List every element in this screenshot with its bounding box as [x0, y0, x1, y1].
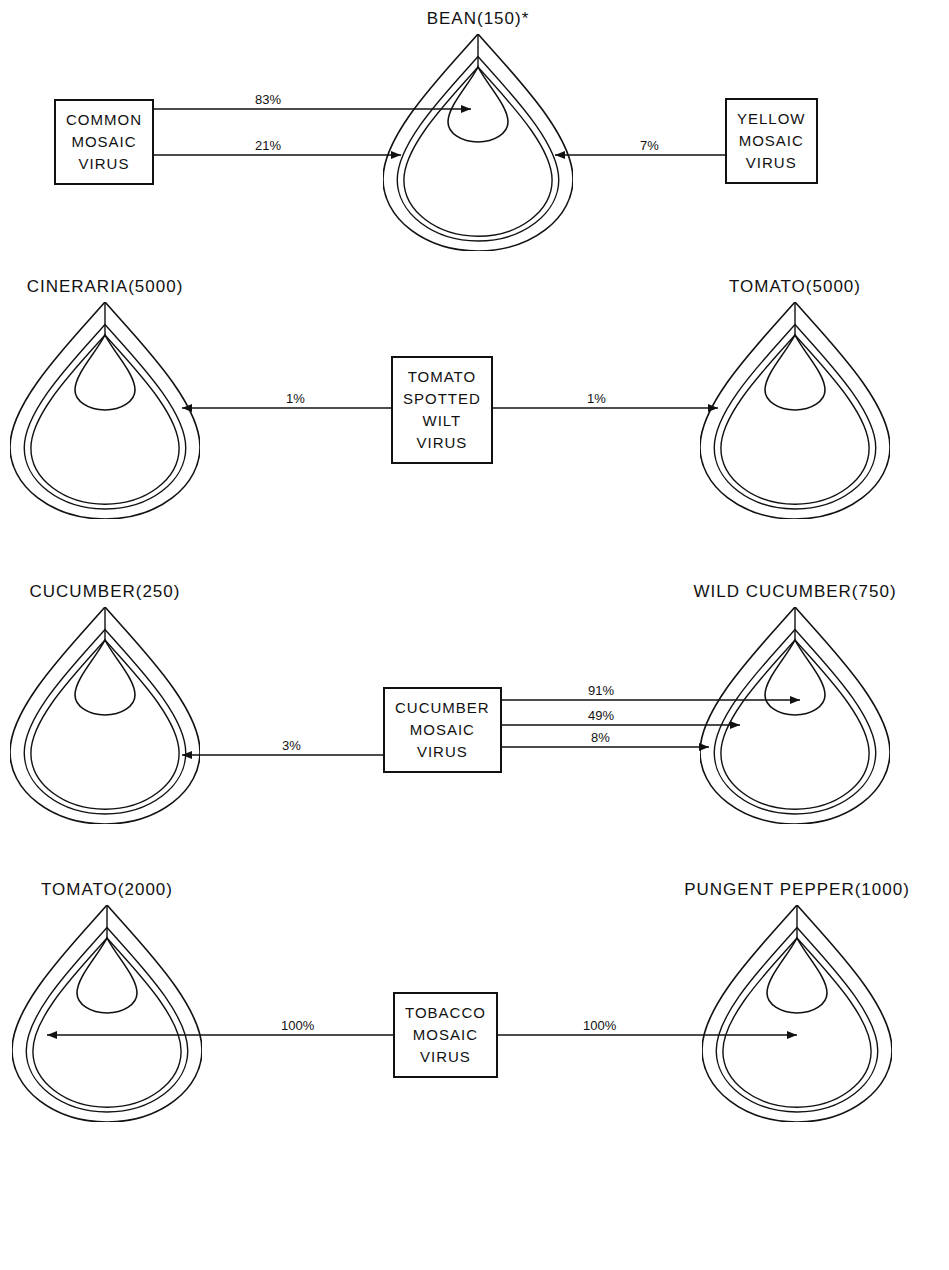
percentage-label: 3% — [280, 738, 303, 753]
percentage-label: 7% — [638, 138, 661, 153]
seed-section: CINERARIA(5000) — [7, 276, 203, 519]
virus-box: CUCUMBER MOSAIC VIRUS — [383, 687, 502, 773]
transmission-arrow — [182, 754, 383, 755]
seed-section: TOMATO(5000) — [697, 276, 893, 519]
seed-heading: BEAN(150)* — [380, 8, 576, 30]
seed-outline — [10, 607, 200, 824]
seed-section: PUNGENT PEPPER(1000) — [681, 879, 913, 1122]
percentage-label: 49% — [586, 708, 616, 723]
percentage-label: 91% — [586, 683, 616, 698]
virus-name: COMMON MOSAIC VIRUS — [66, 109, 142, 175]
virus-box: COMMON MOSAIC VIRUS — [54, 99, 154, 185]
seed-heading: WILD CUCUMBER(750) — [690, 581, 900, 603]
virus-name: TOBACCO MOSAIC VIRUS — [405, 1002, 486, 1068]
virus-name: YELLOW MOSAIC VIRUS — [737, 108, 806, 174]
percentage-label: 83% — [253, 92, 283, 107]
virus-box: TOMATO SPOTTED WILT VIRUS — [391, 356, 493, 464]
seed-outline — [12, 905, 202, 1122]
transmission-arrow — [182, 407, 391, 408]
transmission-arrow — [555, 154, 725, 155]
seed-section: TOMATO(2000) — [9, 879, 205, 1122]
percentage-label: 100% — [581, 1018, 618, 1033]
percentage-label: 21% — [253, 138, 283, 153]
transmission-arrow — [498, 1034, 797, 1035]
seed-outline — [702, 905, 892, 1122]
seed-outline — [700, 302, 890, 519]
seed-heading: CUCUMBER(250) — [7, 581, 203, 603]
transmission-arrow — [502, 699, 800, 700]
seed-outline — [700, 607, 890, 824]
virus-name: CUCUMBER MOSAIC VIRUS — [395, 697, 490, 763]
seed-outline — [383, 34, 573, 251]
virus-box: YELLOW MOSAIC VIRUS — [725, 98, 818, 184]
transmission-arrow — [154, 154, 401, 155]
seed-heading: PUNGENT PEPPER(1000) — [681, 879, 913, 901]
transmission-arrow — [154, 108, 471, 109]
seed-heading: CINERARIA(5000) — [7, 276, 203, 298]
percentage-label: 1% — [585, 391, 608, 406]
percentage-label: 100% — [279, 1018, 316, 1033]
virus-box: TOBACCO MOSAIC VIRUS — [393, 992, 498, 1078]
transmission-arrow — [502, 746, 709, 747]
transmission-arrow — [47, 1034, 393, 1035]
seed-outline — [10, 302, 200, 519]
percentage-label: 8% — [589, 730, 612, 745]
seed-section: CUCUMBER(250) — [7, 581, 203, 824]
seed-section: WILD CUCUMBER(750) — [690, 581, 900, 824]
seed-section: BEAN(150)* — [380, 8, 576, 251]
transmission-arrow — [502, 724, 740, 725]
seed-heading: TOMATO(2000) — [9, 879, 205, 901]
transmission-arrow — [493, 407, 718, 408]
virus-name: TOMATO SPOTTED WILT VIRUS — [403, 366, 481, 454]
percentage-label: 1% — [284, 391, 307, 406]
seed-heading: TOMATO(5000) — [697, 276, 893, 298]
